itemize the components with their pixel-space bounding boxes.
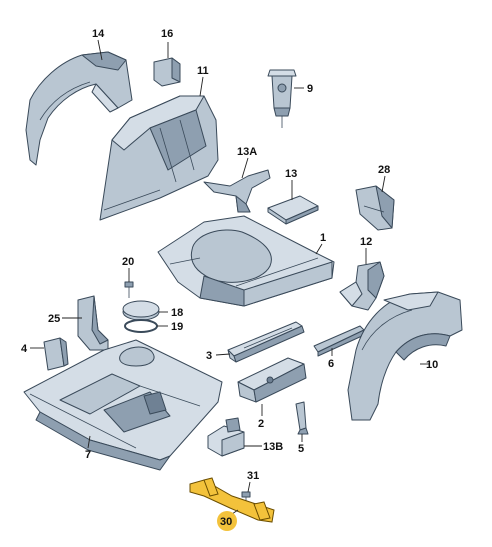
part-13a-bracket xyxy=(203,169,271,213)
part-20-bolt xyxy=(124,281,134,298)
part-3-cross-member xyxy=(227,321,305,363)
callout-4: 4 xyxy=(21,343,28,355)
callout-13a: 13A xyxy=(237,146,257,158)
part-18-cap xyxy=(122,300,160,321)
part-7-floor-pan xyxy=(23,339,223,471)
callout-10: 10 xyxy=(426,359,438,371)
part-13b-bracket xyxy=(207,417,245,457)
part-19-ring xyxy=(124,319,158,333)
part-14-wheelhouse-liner xyxy=(25,51,133,166)
callout-31: 31 xyxy=(247,470,259,482)
part-16-insert xyxy=(153,57,181,87)
callout-3: 3 xyxy=(206,350,212,362)
part-25-bracket xyxy=(77,295,109,351)
callout-5: 5 xyxy=(298,443,304,455)
callout-28: 28 xyxy=(378,164,390,176)
part-11-side-panel xyxy=(99,95,219,221)
callout-30-badge xyxy=(217,511,237,531)
callout-20: 20 xyxy=(122,256,134,268)
callout-9: 9 xyxy=(307,83,313,95)
leader-lines xyxy=(30,39,430,515)
callout-30: 30 xyxy=(220,516,232,528)
part-5-hook xyxy=(295,401,309,435)
callout-labels: 14 16 11 9 13A 13 28 1 12 20 25 18 19 4 … xyxy=(21,28,438,531)
part-10-wheel-housing xyxy=(347,291,463,421)
part-13-cover xyxy=(267,195,319,225)
callout-1: 1 xyxy=(320,232,326,244)
part-12-bracket xyxy=(339,261,385,311)
callout-7: 7 xyxy=(85,449,91,461)
callout-2: 2 xyxy=(258,418,264,430)
callout-19: 19 xyxy=(171,321,183,333)
part-2-member xyxy=(237,357,307,403)
callout-13: 13 xyxy=(285,168,297,180)
part-28-bracket xyxy=(355,185,395,231)
callout-11: 11 xyxy=(197,65,209,77)
part-1-spare-wheel-well xyxy=(157,215,335,307)
part-30-highlighted-bracket xyxy=(189,477,275,523)
callout-14: 14 xyxy=(92,28,105,40)
callout-16: 16 xyxy=(161,28,173,40)
callout-12: 12 xyxy=(360,236,372,248)
part-9-jack xyxy=(267,69,297,128)
callout-18: 18 xyxy=(171,307,183,319)
part-4-bracket xyxy=(43,337,69,371)
callout-6: 6 xyxy=(328,358,334,370)
callout-25: 25 xyxy=(48,313,60,325)
callout-13b: 13B xyxy=(263,441,283,453)
